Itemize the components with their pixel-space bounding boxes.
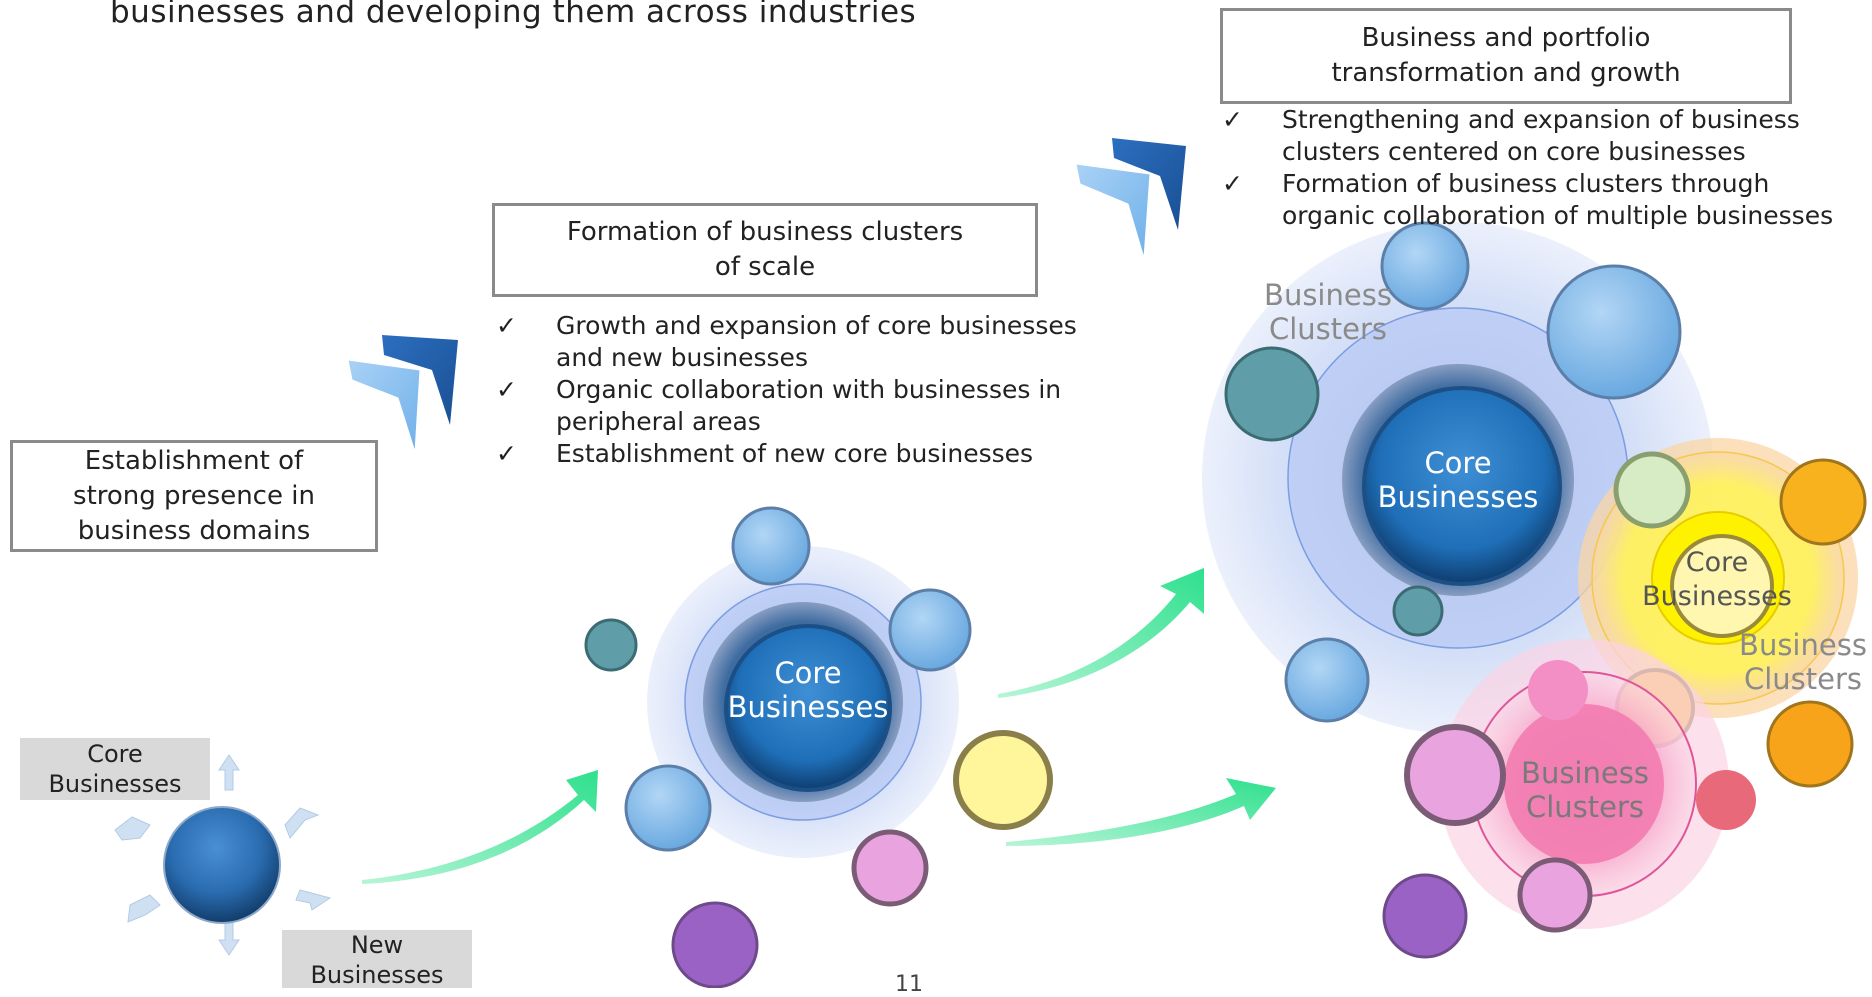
bubble-lilac [851, 829, 929, 907]
stage1-new-label: New Businesses [282, 930, 472, 989]
pink-cluster-label: Business Clusters [1521, 756, 1649, 824]
check-icon: ✓ [1222, 169, 1243, 198]
stage2-bullet-text: Growth and expansion of core businesses … [556, 311, 1077, 372]
check-icon: ✓ [1222, 105, 1243, 134]
bubble-orange [1779, 458, 1867, 546]
bubble-purple [671, 901, 759, 988]
yellow-core-circle [1670, 534, 1774, 638]
arrow-downleft-icon [127, 894, 161, 923]
arrow-right-icon [295, 889, 332, 911]
bubble-lilac [1517, 857, 1593, 933]
page-number: 11 [895, 972, 923, 997]
stage2-bullet-text: Establishment of new core businesses [556, 439, 1034, 468]
bubble-teal [1392, 585, 1444, 637]
chevron-arrow-icon [347, 335, 458, 453]
stage2-core-label: Core Businesses [727, 656, 889, 724]
yellow-cluster-label: Business Clusters [1739, 628, 1867, 696]
stage1-core-circle [163, 806, 281, 924]
stage2-bullet: ✓ Establishment of new core businesses [496, 438, 1136, 470]
arrow-up-icon [218, 754, 240, 791]
stage2-bullet: ✓ Growth and expansion of core businesses… [496, 310, 1136, 374]
bubble-purple [1382, 873, 1468, 959]
stage1-core-label: Core Businesses [20, 738, 210, 800]
stage1-title: Establishment of strong presence in busi… [73, 445, 315, 546]
stage3-cluster-label: Business Clusters [1264, 278, 1392, 346]
bubble-teal [1224, 346, 1320, 442]
green-curved-arrow-icon [362, 770, 598, 884]
stage3-bullet: ✓ Strengthening and expansion of business… [1222, 104, 1872, 168]
bubble-red [1696, 770, 1756, 830]
stage3-title-box: Business and portfolio transformation an… [1220, 8, 1792, 104]
stage2-core-circle [724, 624, 892, 792]
bubble-teal [584, 618, 638, 672]
bubble-pink [1528, 660, 1588, 720]
chevron-arrow-icon [1075, 138, 1186, 259]
green-curved-arrow-icon [1006, 778, 1276, 846]
stage2-title: Formation of business clusters of scale [566, 217, 964, 282]
check-icon: ✓ [496, 375, 517, 404]
bubble-yellow [953, 730, 1053, 830]
stage3-bullet: ✓ Formation of business clusters through … [1222, 168, 1872, 232]
stage1-radiating-arrows [114, 754, 332, 956]
stage2-bullet-list: ✓ Growth and expansion of core businesses… [496, 310, 1136, 470]
stage3-core-circle [1362, 386, 1562, 586]
bubble-lilac [1404, 724, 1506, 826]
pink-core-circle [1504, 704, 1664, 864]
page-heading: businesses and developing them across in… [110, 0, 917, 30]
arrow-down-icon [218, 919, 240, 956]
yellow-core-label: Core Businesses [1642, 547, 1792, 612]
check-icon: ✓ [496, 311, 517, 340]
stage3-bullet-text: Formation of business clusters through o… [1282, 169, 1834, 230]
stage3-bullet-list: ✓ Strengthening and expansion of business… [1222, 104, 1872, 232]
stage2-bullet-text: Organic collaboration with businesses in… [556, 375, 1062, 436]
bubble-light-blue [624, 764, 712, 852]
bubble-light-green [1613, 451, 1691, 529]
arrow-upright-icon [284, 807, 320, 839]
green-curved-arrow-icon [998, 568, 1204, 698]
stage2-title-box: Formation of business clusters of scale [492, 203, 1038, 297]
bubble-light-blue [1380, 221, 1470, 311]
stage2-bullet: ✓ Organic collaboration with businesses i… [496, 374, 1136, 438]
bubble-orange [1766, 700, 1854, 788]
stage1-title-box: Establishment of strong presence in busi… [10, 440, 378, 552]
arrow-upleft-icon [114, 816, 151, 841]
bubble-light-blue [888, 588, 972, 672]
stage3-core-label: Core Businesses [1377, 446, 1539, 514]
stage3-title: Business and portfolio transformation an… [1331, 23, 1681, 88]
bubble-light-blue [731, 506, 811, 586]
stage3-bullet-text: Strengthening and expansion of business … [1282, 105, 1800, 166]
bubble-light-blue [1546, 264, 1682, 400]
bubble-light-blue [1284, 637, 1370, 723]
check-icon: ✓ [496, 439, 517, 468]
